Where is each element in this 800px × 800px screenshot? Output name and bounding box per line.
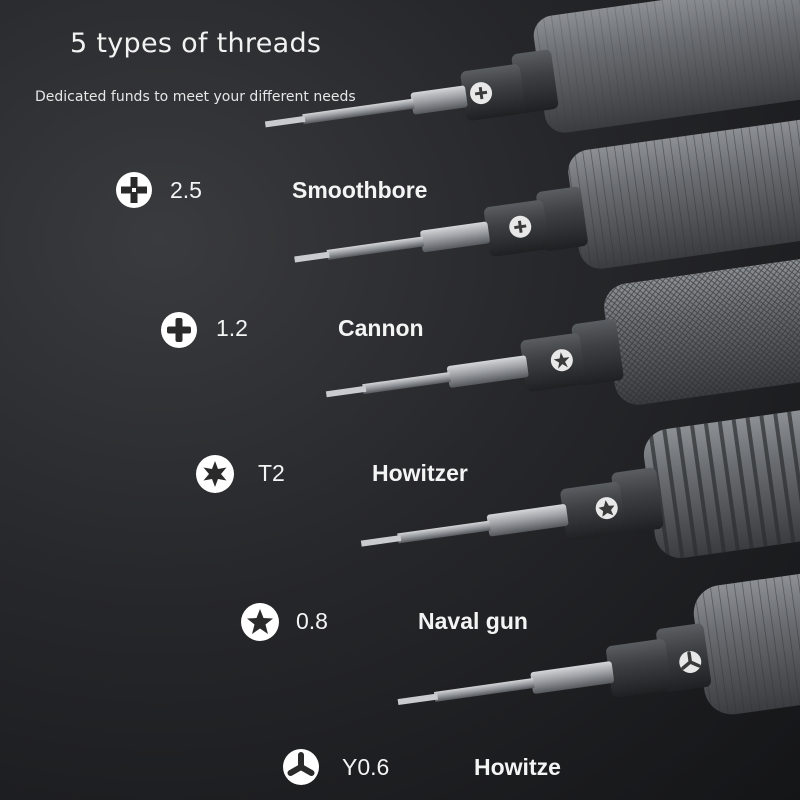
size-label: Y0.6 xyxy=(342,754,390,780)
page-title: 5 types of threads xyxy=(70,28,322,59)
type-label: Naval gun xyxy=(418,608,528,634)
size-label: 1.2 xyxy=(216,315,248,341)
torx-icon xyxy=(196,455,234,493)
screwdriver-3 xyxy=(325,258,800,405)
type-label: Cannon xyxy=(338,315,424,341)
size-label: 2.5 xyxy=(170,177,202,203)
tri-wing-icon xyxy=(283,749,319,785)
type-label: Smoothbore xyxy=(292,177,428,203)
screwdriver-4 xyxy=(360,408,800,559)
screwdriver-1 xyxy=(264,0,800,133)
phillips-icon xyxy=(161,312,197,348)
size-label: 0.8 xyxy=(296,608,328,634)
screwdriver-2 xyxy=(294,119,800,269)
pentalobe-icon xyxy=(241,603,279,641)
screwdriver-5 xyxy=(397,572,800,715)
type-label: Howitze xyxy=(474,754,561,780)
page-subtitle: Dedicated funds to meet your different n… xyxy=(35,89,356,105)
size-label: T2 xyxy=(258,460,285,486)
cross-plus-icon xyxy=(116,172,152,208)
type-label: Howitzer xyxy=(372,460,468,486)
